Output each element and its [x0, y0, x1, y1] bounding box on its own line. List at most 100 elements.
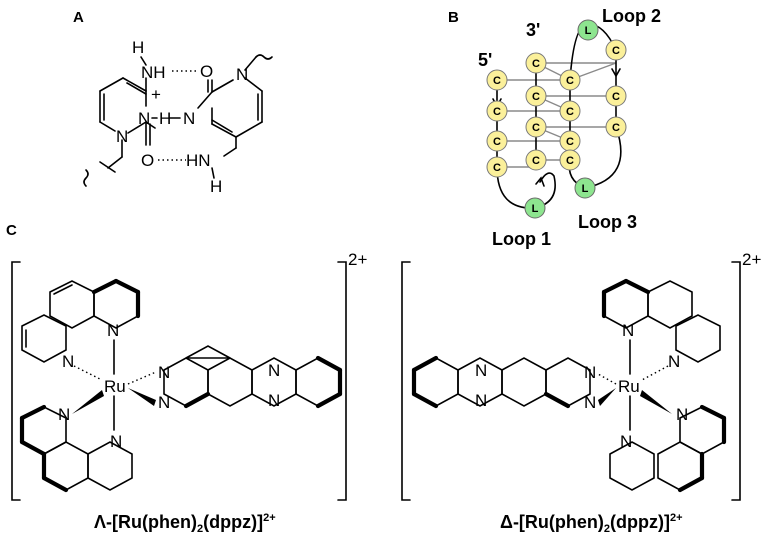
svg-text:L: L: [582, 183, 589, 195]
c-nucleotide: C: [525, 52, 547, 74]
charge-left: 2+: [348, 250, 367, 269]
bracket-right-open: [401, 261, 411, 501]
atom-n-dppz-r2: N: [475, 391, 487, 410]
c-nucleotide: C: [559, 130, 581, 152]
atom-plus: +: [151, 85, 161, 104]
panel-a-letter: A: [73, 9, 84, 26]
atom-n-dppz-l4: N: [268, 391, 280, 410]
bond-ru-rn5: [597, 373, 617, 385]
svg-text:C: C: [493, 136, 501, 148]
phen-top-left: [21, 278, 141, 363]
atom-n-r2: N: [668, 352, 680, 371]
cytosine-left-ring: [99, 77, 156, 173]
bracket-left-open: [11, 261, 21, 501]
loop-1-label: Loop 1: [492, 229, 551, 249]
end-5-label: 5': [478, 50, 492, 70]
bond-h-bottom: [211, 167, 215, 179]
svg-text:L: L: [532, 203, 539, 215]
atom-n-dppz-l2: N: [158, 393, 170, 412]
bracket-left-close: [337, 261, 347, 501]
panel-a: A H NH N + H N O: [73, 9, 273, 196]
atom-n-dppz-l3: N: [268, 361, 280, 380]
atom-n-dppz-r4: N: [584, 393, 596, 412]
atom-n-right-top: N: [236, 65, 248, 84]
c-nucleotide: C: [605, 39, 627, 61]
bond-ru-n3: [72, 390, 104, 414]
svg-text:C: C: [566, 155, 574, 167]
c-nucleotide: C: [486, 100, 508, 122]
delta-complex: 2+ N N N N: [401, 250, 761, 535]
atom-h-mid: H: [159, 109, 171, 128]
c-nucleotide: C: [605, 85, 627, 107]
c-nucleotide: C: [559, 149, 581, 171]
bond-ru-rn2: [641, 365, 669, 381]
atom-n-l1: N: [107, 321, 119, 340]
c-nucleotide: C: [525, 149, 547, 171]
atom-n-right: N: [183, 109, 195, 128]
atom-n-r1: N: [622, 321, 634, 340]
phen-bottom-right: [609, 404, 727, 493]
base-pair-lines: [497, 62, 617, 168]
loop-2-label: Loop 2: [602, 6, 661, 26]
atom-n-dppz-l1: N: [158, 363, 170, 382]
atom-ru-right: Ru: [618, 377, 640, 396]
atom-n-left-bottom: N: [116, 127, 128, 146]
svg-text:C: C: [532, 58, 540, 70]
bond-h: [140, 56, 147, 66]
sugar-wavy-right: [255, 54, 273, 60]
bond-ru-n6: [128, 388, 156, 406]
loop3-nucleotide: L: [574, 177, 596, 199]
c-nucleotide: C: [559, 100, 581, 122]
c-nucleotide: C: [525, 85, 547, 107]
sugar-wavy-left: [83, 169, 89, 187]
loop1-nucleotide: L: [524, 197, 546, 219]
atom-n-l4: N: [110, 432, 122, 451]
c-nucleotide: C: [559, 69, 581, 91]
atom-ru-left: Ru: [104, 377, 126, 396]
atom-n-left: N: [138, 109, 150, 128]
cytosine-right-ring: [197, 56, 263, 149]
panel-c: C 2+ N N: [6, 222, 761, 535]
bond-amine: [223, 147, 237, 157]
phen-top-right: [601, 278, 721, 363]
panel-c-letter: C: [6, 222, 17, 239]
svg-text:C: C: [612, 122, 620, 134]
atom-n-r4: N: [620, 432, 632, 451]
atom-h-top-left: H: [132, 38, 144, 57]
bond-ru-rn6: [598, 388, 616, 406]
dppz-right: [411, 355, 591, 409]
arrow-loop-1: [535, 176, 545, 187]
atom-n-dppz-r1: N: [475, 361, 487, 380]
atom-o-left: O: [141, 151, 154, 170]
bond-ru-n2: [73, 365, 103, 381]
svg-text:C: C: [566, 136, 574, 148]
dppz-left: [163, 345, 343, 409]
atom-hn-bottom: HN: [186, 151, 211, 170]
svg-text:C: C: [532, 155, 540, 167]
charge-right: 2+: [742, 250, 761, 269]
atom-n-l3: N: [58, 405, 70, 424]
atom-n-dppz-r3: N: [584, 363, 596, 382]
panel-b: B: [448, 6, 661, 249]
svg-text:C: C: [532, 91, 540, 103]
svg-text:C: C: [612, 91, 620, 103]
svg-text:C: C: [566, 75, 574, 87]
c-nucleotide: C: [486, 69, 508, 91]
svg-text:C: C: [493, 75, 501, 87]
lambda-complex: 2+ N N: [11, 250, 367, 535]
svg-text:C: C: [566, 106, 574, 118]
arrow-strand-4: [611, 68, 621, 78]
phen-bottom-left: [19, 404, 133, 493]
atom-o-right: O: [200, 62, 213, 81]
panel-b-letter: B: [448, 9, 459, 26]
atom-h-bottom: H: [210, 177, 222, 196]
c-nucleotide: C: [605, 116, 627, 138]
svg-text:L: L: [585, 25, 592, 37]
lambda-label: Λ-[Ru(phen)2(dppz)]2+: [94, 512, 276, 535]
svg-text:C: C: [532, 122, 540, 134]
backbone: [496, 23, 622, 209]
atom-n-r3: N: [676, 405, 688, 424]
bond-ru-rn3: [640, 390, 672, 414]
atom-n-l2: N: [62, 352, 74, 371]
